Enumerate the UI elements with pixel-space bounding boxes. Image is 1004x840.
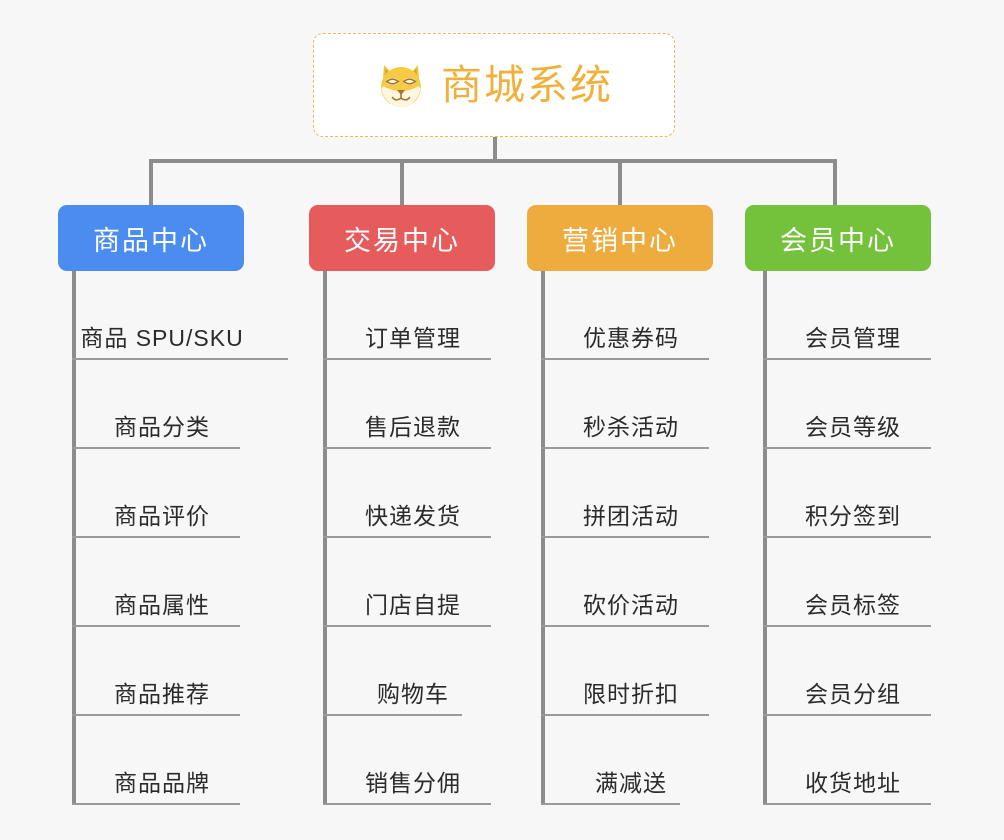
leaf-label: 会员等级 (805, 413, 901, 440)
leaf-label: 门店自提 (365, 591, 461, 618)
leaf-underline (323, 358, 491, 360)
leaf-list-member: 会员管理 会员等级 积分签到 会员标签 会员分组 收货地址 (763, 271, 939, 805)
leaf-list-product: 商品 SPU/SKU 商品分类 商品评价 商品属性 商品推荐 商品品牌 (72, 271, 288, 805)
branch-column-trade: 交易中心 订单管理 售后退款 快递发货 门店自提 购物车 (309, 205, 495, 805)
list-item[interactable]: 门店自提 (323, 538, 499, 627)
list-item[interactable]: 秒杀活动 (541, 360, 717, 449)
leaf-underline (763, 536, 931, 538)
leaf-underline (541, 625, 709, 627)
leaf-underline (763, 625, 931, 627)
leaf-underline (72, 625, 240, 627)
category-box-trade[interactable]: 交易中心 (309, 205, 495, 271)
shiba-dog-face-icon (375, 59, 427, 111)
leaf-underline (541, 447, 709, 449)
list-item[interactable]: 商品推荐 (72, 627, 248, 716)
leaf-label: 商品属性 (114, 591, 210, 618)
leaf-label: 商品评价 (114, 502, 210, 529)
leaf-label: 会员管理 (805, 324, 901, 351)
list-item[interactable]: 商品品牌 (72, 716, 248, 805)
list-item[interactable]: 订单管理 (323, 271, 499, 360)
leaf-list-trade: 订单管理 售后退款 快递发货 门店自提 购物车 销售分佣 (323, 271, 499, 805)
branch-column-member: 会员中心 会员管理 会员等级 积分签到 会员标签 会员分组 (745, 205, 931, 805)
leaf-underline (763, 358, 931, 360)
leaf-label: 积分签到 (805, 502, 901, 529)
leaf-label: 快递发货 (365, 502, 461, 529)
leaf-label: 订单管理 (365, 324, 461, 351)
connector-drop-1 (149, 161, 153, 207)
leaf-underline (323, 625, 491, 627)
list-item[interactable]: 满减送 (541, 716, 717, 805)
connector-drop-4 (833, 161, 837, 207)
leaf-label: 商品推荐 (114, 680, 210, 707)
leaf-underline (323, 536, 491, 538)
list-item[interactable]: 砍价活动 (541, 538, 717, 627)
leaf-label: 收货地址 (805, 769, 901, 796)
leaf-label: 满减送 (595, 769, 667, 796)
leaf-underline (72, 447, 240, 449)
leaf-underline (541, 803, 680, 805)
leaf-list-marketing: 优惠券码 秒杀活动 拼团活动 砍价活动 限时折扣 满减送 (541, 271, 717, 805)
leaf-underline (323, 714, 462, 716)
list-item[interactable]: 会员管理 (763, 271, 939, 360)
list-item[interactable]: 商品属性 (72, 538, 248, 627)
leaf-label: 会员分组 (805, 680, 901, 707)
list-item[interactable]: 积分签到 (763, 449, 939, 538)
list-item[interactable]: 商品评价 (72, 449, 248, 538)
category-box-member[interactable]: 会员中心 (745, 205, 931, 271)
category-box-product[interactable]: 商品中心 (58, 205, 244, 271)
leaf-underline (72, 714, 240, 716)
leaf-label: 销售分佣 (365, 769, 461, 796)
category-label: 商品中心 (93, 225, 209, 256)
category-label: 会员中心 (780, 225, 896, 256)
leaf-label: 商品品牌 (114, 769, 210, 796)
list-item[interactable]: 商品分类 (72, 360, 248, 449)
connector-root-stem (493, 137, 497, 162)
leaf-label: 拼团活动 (583, 502, 679, 529)
leaf-underline (541, 536, 709, 538)
leaf-underline (541, 714, 709, 716)
leaf-label: 限时折扣 (583, 680, 679, 707)
leaf-underline (72, 536, 240, 538)
branch-column-marketing: 营销中心 优惠券码 秒杀活动 拼团活动 砍价活动 限时折扣 (527, 205, 713, 805)
connector-horizontal-bus (149, 159, 837, 163)
leaf-underline (763, 803, 931, 805)
list-item[interactable]: 会员分组 (763, 627, 939, 716)
list-item[interactable]: 购物车 (323, 627, 499, 716)
leaf-underline (763, 447, 931, 449)
leaf-label: 商品 SPU/SKU (80, 324, 244, 351)
leaf-label: 售后退款 (365, 413, 461, 440)
list-item[interactable]: 会员等级 (763, 360, 939, 449)
list-item[interactable]: 拼团活动 (541, 449, 717, 538)
leaf-label: 秒杀活动 (583, 413, 679, 440)
list-item[interactable]: 售后退款 (323, 360, 499, 449)
branch-column-product: 商品中心 商品 SPU/SKU 商品分类 商品评价 商品属性 商品推荐 (58, 205, 288, 805)
leaf-label: 商品分类 (114, 413, 210, 440)
list-item[interactable]: 快递发货 (323, 449, 499, 538)
leaf-underline (323, 803, 491, 805)
connector-drop-2 (400, 161, 404, 207)
list-item[interactable]: 销售分佣 (323, 716, 499, 805)
connector-drop-3 (618, 161, 622, 207)
list-item[interactable]: 收货地址 (763, 716, 939, 805)
category-label: 营销中心 (562, 225, 678, 256)
list-item[interactable]: 会员标签 (763, 538, 939, 627)
root-title: 商城系统 (441, 61, 613, 108)
list-item[interactable]: 限时折扣 (541, 627, 717, 716)
list-item[interactable]: 商品 SPU/SKU (72, 271, 288, 360)
leaf-underline (763, 714, 931, 716)
leaf-underline (541, 358, 709, 360)
category-box-marketing[interactable]: 营销中心 (527, 205, 713, 271)
leaf-label: 购物车 (377, 680, 449, 707)
leaf-label: 优惠券码 (583, 324, 679, 351)
leaf-label: 会员标签 (805, 591, 901, 618)
leaf-label: 砍价活动 (583, 591, 679, 618)
category-label: 交易中心 (344, 225, 460, 256)
leaf-underline (323, 447, 491, 449)
leaf-underline (72, 803, 240, 805)
leaf-underline (72, 358, 288, 360)
list-item[interactable]: 优惠券码 (541, 271, 717, 360)
root-node[interactable]: 商城系统 (313, 33, 675, 137)
